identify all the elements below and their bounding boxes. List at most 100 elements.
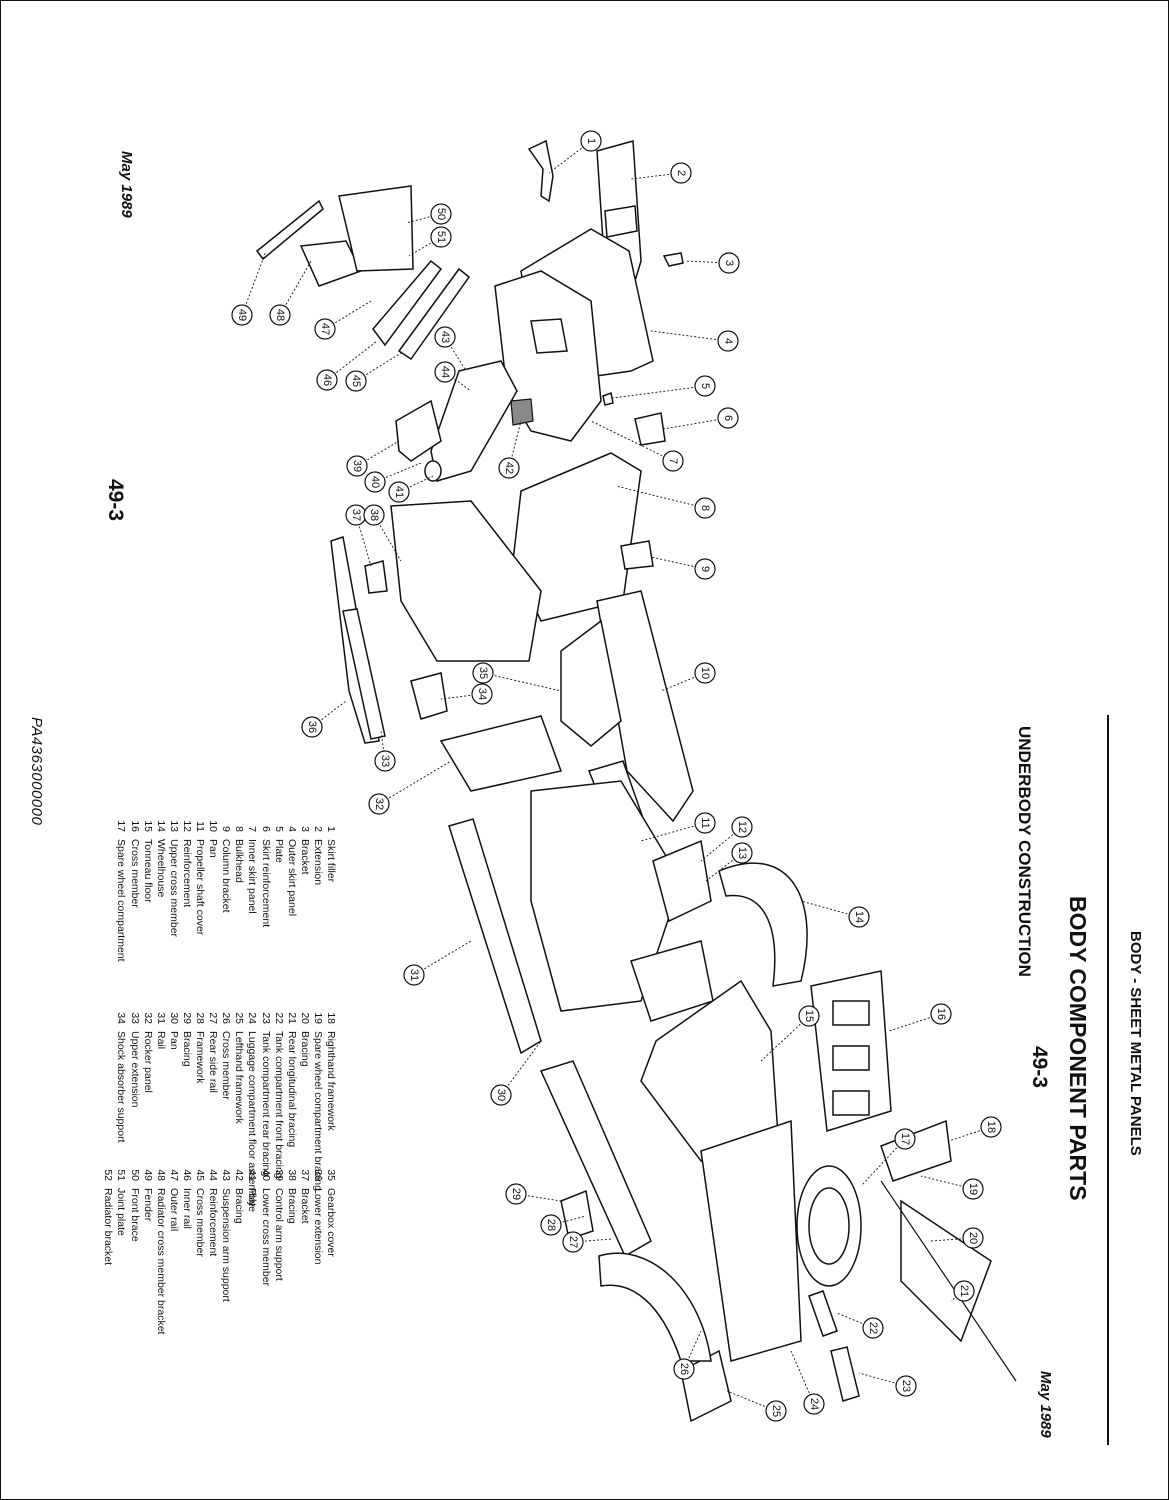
legend-number: 36	[311, 1169, 324, 1181]
legend-number: 44	[207, 1169, 220, 1181]
part-pan-10	[596, 590, 694, 823]
callout-circle	[490, 1084, 512, 1106]
callout-45: 45	[345, 352, 402, 392]
legend-number: 30	[167, 1012, 180, 1024]
legend-number: 26	[220, 1012, 233, 1024]
legend-label: Outer rail	[167, 1188, 180, 1232]
legend-label: Upper extension	[128, 1031, 141, 1108]
callout-leader	[948, 1126, 992, 1142]
legend-label: Bracing	[180, 1031, 193, 1067]
part-rear-side-rail	[539, 1060, 652, 1258]
callout-number: 49	[236, 309, 248, 321]
callout-48: 48	[269, 260, 312, 326]
callout-circle	[580, 130, 602, 152]
legend-label: Rocker panel	[141, 1031, 154, 1093]
legend-label: Rear longitudinal bracing	[285, 1031, 298, 1148]
legend-label: Extension	[311, 839, 324, 886]
callout-50: 50	[405, 203, 452, 225]
callout-number: 14	[853, 911, 865, 923]
legend-number: 23	[259, 1012, 272, 1024]
callout-2: 2	[630, 162, 692, 184]
callout-leader	[500, 1040, 542, 1096]
part-suspension-arm-support	[430, 360, 518, 482]
callout-number: 43	[439, 331, 451, 343]
callout-number: 15	[803, 1010, 815, 1022]
callout-circle	[848, 906, 870, 928]
part-upper-extension	[342, 608, 386, 740]
title-divider	[1107, 715, 1109, 1445]
callout-46: 46	[316, 340, 378, 391]
legend-number: 8	[233, 826, 246, 832]
callout-circle	[798, 1005, 820, 1027]
legend-label: Lower cross member	[259, 1188, 272, 1287]
legend-label: Skirt filler	[325, 839, 337, 883]
callout-circle	[472, 662, 494, 684]
legend-number: 40	[259, 1169, 272, 1181]
legend-label: Upper cross member	[167, 839, 180, 938]
legend-number: 17	[115, 820, 128, 832]
part-spare-wheel-inner	[808, 1187, 850, 1265]
callout-circle	[374, 750, 396, 772]
callout-circle	[717, 330, 739, 352]
callout-circle	[895, 1375, 917, 1397]
part-wheelhouse	[718, 862, 808, 987]
callout-10: 10	[660, 662, 716, 692]
callout-4: 4	[650, 330, 739, 352]
legend-number: 48	[154, 1169, 167, 1181]
callout-21: 21	[950, 1280, 975, 1302]
callout-8: 8	[615, 485, 716, 519]
callout-number: 30	[495, 1089, 507, 1101]
callout-circle	[718, 252, 740, 274]
callout-17: 17	[860, 1128, 916, 1187]
callout-leader	[515, 1193, 562, 1202]
legend-number: 2	[311, 826, 324, 832]
callout-leader	[683, 1330, 702, 1370]
legend-number: 38	[285, 1169, 298, 1181]
legend-label: Rail	[154, 1031, 167, 1050]
callout-circle	[670, 162, 692, 184]
callout-number: 5	[699, 383, 711, 389]
callout-19: 19	[920, 1175, 984, 1200]
callout-leader	[650, 330, 729, 342]
callout-circle	[930, 1003, 952, 1025]
callout-circle	[269, 304, 291, 326]
part-control-arm-support	[395, 399, 442, 462]
legend-number: 52	[102, 1169, 115, 1181]
legend-number: 51	[115, 1169, 128, 1181]
callout-circle	[231, 304, 253, 326]
callout-leader	[615, 485, 706, 509]
legend-number: 18	[325, 1012, 337, 1024]
callout-circle	[694, 812, 716, 834]
callout-leader	[640, 822, 706, 842]
callout-circle	[694, 662, 716, 684]
callout-circle	[862, 1317, 884, 1339]
callout-leader	[378, 760, 452, 805]
callout-number: 45	[350, 375, 362, 387]
callout-circle	[471, 683, 493, 705]
callout-leader	[311, 700, 347, 728]
legend-number: 33	[128, 1012, 141, 1024]
callout-40: 40	[364, 462, 422, 493]
part-extension-detail	[604, 205, 638, 238]
callout-circle	[345, 370, 367, 392]
legend-label: Cross member	[128, 839, 141, 908]
callout-leader	[860, 1138, 906, 1187]
callout-circle	[953, 1280, 975, 1302]
legend-number: 9	[220, 826, 233, 832]
legend-label: Plate	[272, 839, 285, 863]
part-cross-member-window-3	[832, 1090, 870, 1116]
callout-39: 39	[346, 440, 400, 477]
